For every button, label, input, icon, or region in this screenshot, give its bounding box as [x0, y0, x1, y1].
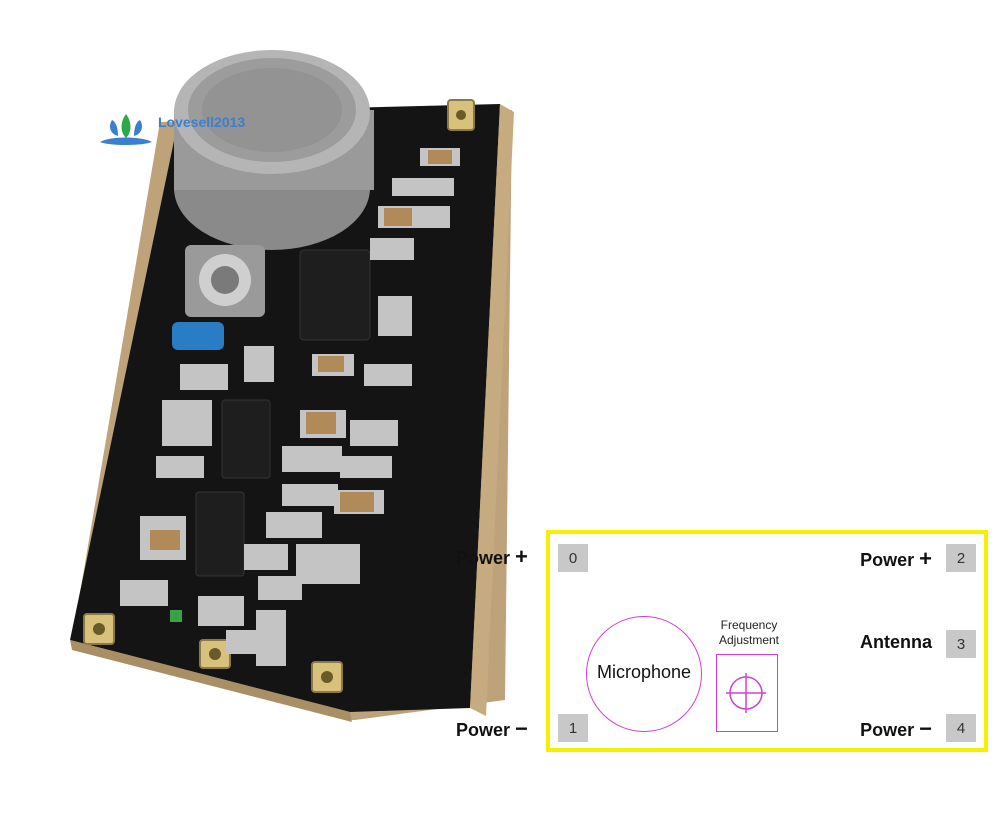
leaf-logo-icon	[100, 114, 152, 145]
crosshair-icon	[726, 673, 766, 713]
label-power-plus-left: Power +	[456, 544, 528, 570]
pin-2: 2	[946, 544, 976, 572]
trimmer-outline	[716, 654, 778, 732]
label-power-minus-left: Power −	[456, 716, 528, 742]
label-text: Power	[456, 720, 511, 740]
label-text: Power	[860, 720, 915, 740]
watermark-text: Lovesell2013	[158, 114, 246, 130]
pin-1: 1	[558, 714, 588, 742]
microphone-label: Microphone	[596, 662, 692, 682]
frequency-label-line1: Frequency	[720, 618, 778, 632]
blue-inductor	[172, 322, 224, 350]
pinout-diagram: 0 1 2 3 4 Power + Antenna Power − Microp…	[546, 530, 988, 752]
minus-sign: −	[515, 716, 528, 741]
pin-0: 0	[558, 544, 588, 572]
label-power-plus-right: Power +	[860, 546, 932, 572]
plus-sign: +	[919, 546, 932, 571]
microphone-outline	[586, 616, 702, 732]
label-antenna: Antenna	[860, 632, 932, 653]
frequency-label-line2: Adjustment	[718, 633, 780, 647]
pin-4: 4	[946, 714, 976, 742]
label-text: Antenna	[860, 632, 932, 652]
label-power-minus-right: Power −	[860, 716, 932, 742]
minus-sign: −	[919, 716, 932, 741]
label-text: Power	[860, 550, 915, 570]
label-text: Power	[456, 548, 511, 568]
plus-sign: +	[515, 544, 528, 569]
microphone-capsule	[174, 50, 374, 250]
watermark-logo: Lovesell2013	[96, 108, 256, 152]
pin-3: 3	[946, 630, 976, 658]
ic-chips	[195, 249, 371, 577]
frequency-adjustment-label: Frequency Adjustment	[704, 618, 794, 648]
trimmer-potentiometer	[185, 245, 265, 317]
